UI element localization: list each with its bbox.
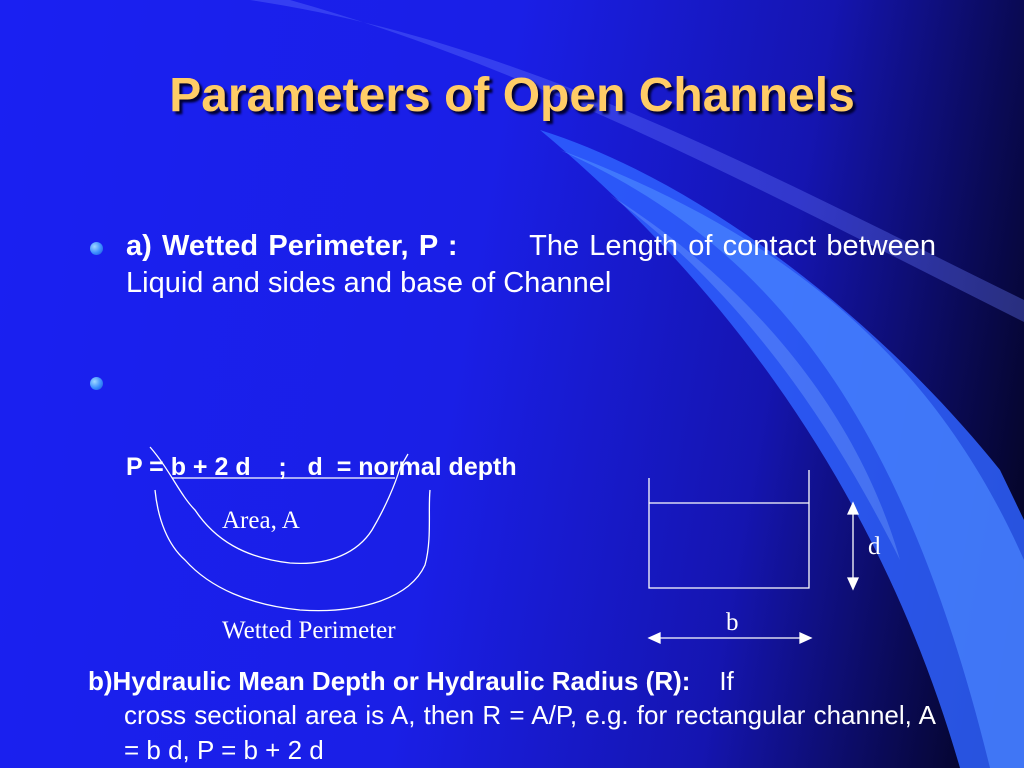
wetted-perimeter-definition: The Length of contact between Liquid and… [126,230,936,300]
bullet-wetted-perimeter: a) Wetted Perimeter, P : The Length of c… [90,228,936,302]
hydraulic-radius-if: If [719,666,734,696]
width-label: b [726,609,739,636]
hydraulic-radius-paragraph: b)Hydraulic Mean Depth or Hydraulic Radi… [88,664,936,767]
rectangular-channel [648,470,810,589]
bullet-dot-icon [90,242,103,255]
slide-title: Parameters of Open Channels [169,69,855,122]
depth-arrow [846,501,860,591]
hydraulic-radius-definition: cross sectional area is A, then R = A/P,… [124,700,936,765]
hydraulic-radius-text: b)Hydraulic Mean Depth or Hydraulic Radi… [88,664,936,767]
wetted-perimeter-diagram-label: Wetted Perimeter [222,617,396,644]
depth-label: d [868,533,881,560]
irregular-channel-sketch [149,446,431,612]
channel-inner-outline [149,446,409,565]
wetted-perimeter-label: a) Wetted Perimeter, P : [126,230,458,262]
width-arrow [647,631,813,645]
rect-channel-outline [648,470,810,589]
perimeter-formula-text: P = b + 2 d ; d = normal depth [126,453,517,481]
bullet-perimeter-formula: P = b + 2 d ; d = normal depth [90,366,517,511]
channel-outer-outline [154,489,431,612]
area-label: Area, A [222,507,300,534]
bullet-dot-icon [90,377,103,390]
hydraulic-radius-label: b)Hydraulic Mean Depth or Hydraulic Radi… [88,666,691,696]
bullet-wetted-perimeter-text: a) Wetted Perimeter, P : The Length of c… [126,228,936,302]
